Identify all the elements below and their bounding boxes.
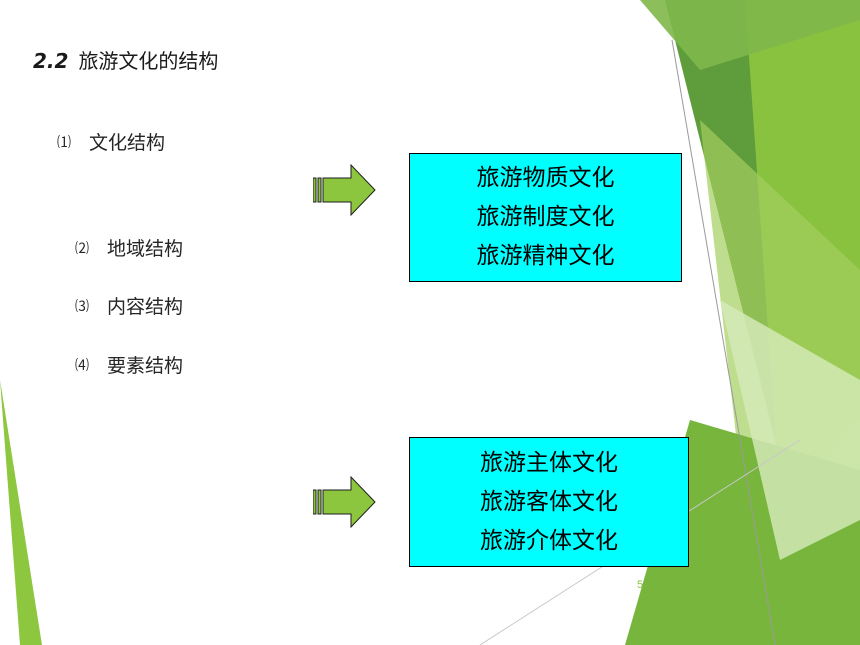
item-marker: ⑵ — [75, 241, 89, 257]
item-label: 文化结构 — [89, 132, 166, 154]
item-label: 内容结构 — [107, 296, 184, 318]
box-line: 旅游介体文化 — [480, 527, 618, 554]
heading-title: 旅游文化的结构 — [78, 49, 219, 73]
top-green-shard — [640, 0, 860, 70]
element-culture-box: 旅游主体文化 旅游客体文化 旅游介体文化 — [409, 437, 689, 567]
item-label: 要素结构 — [107, 355, 184, 377]
box-line: 旅游物质文化 — [476, 165, 615, 191]
list-item: ⑶ 内容结构 — [75, 292, 183, 319]
page-number: 5 — [637, 579, 644, 591]
box-line: 旅游客体文化 — [480, 488, 618, 515]
thin-line — [671, 39, 776, 645]
slide-heading: 2.2 旅游文化的结构 — [33, 45, 218, 74]
list-item: ⑵ 地域结构 — [75, 234, 183, 261]
heading-number: 2.2 — [33, 49, 69, 73]
item-label: 地域结构 — [107, 238, 184, 260]
list-item: ⑴ 文化结构 — [57, 128, 165, 155]
box-line: 旅游制度文化 — [476, 204, 615, 230]
left-green-shard — [0, 380, 42, 645]
item-marker: ⑴ — [57, 135, 71, 151]
right-arrow-icon — [313, 476, 376, 528]
list-item: ⑷ 要素结构 — [75, 351, 183, 378]
pale-green-shard — [720, 300, 860, 560]
item-marker: ⑷ — [75, 358, 89, 374]
material-culture-box: 旅游物质文化 旅游制度文化 旅游精神文化 — [409, 153, 682, 282]
box-line: 旅游精神文化 — [476, 243, 615, 269]
item-marker: ⑶ — [75, 299, 89, 315]
box-line: 旅游主体文化 — [480, 449, 618, 476]
right-arrow-icon — [313, 164, 376, 216]
